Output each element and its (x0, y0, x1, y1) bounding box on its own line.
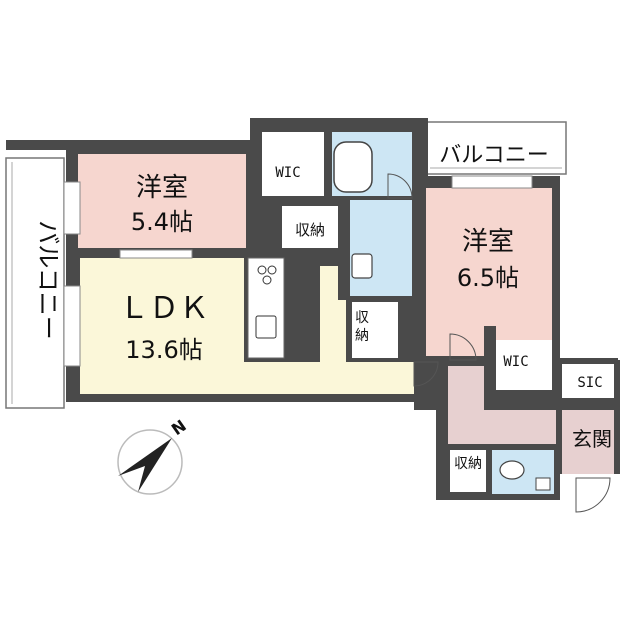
western-room-2-name: 洋室 (462, 227, 514, 257)
sic-floor (562, 362, 612, 398)
compass: N (117, 416, 190, 495)
wic-right-label: WIC (503, 354, 528, 370)
ldk-floor (80, 258, 414, 394)
compass-needle-icon (118, 438, 172, 492)
wic-right-floor (494, 340, 552, 390)
western-room-1-floor (78, 154, 246, 248)
wic-top-floor (262, 132, 324, 196)
kitchen-counter (247, 257, 285, 359)
hallway-floor (448, 366, 560, 444)
entrance-floor (562, 410, 614, 474)
western-room-1-size: 5.4帖 (131, 208, 193, 236)
storage-mid-label: 収納 (355, 310, 369, 344)
compass-north-label: N (168, 416, 190, 439)
storage-bottom-floor (450, 448, 486, 492)
storage-mid-label-char: 納 (355, 328, 369, 344)
storage-bottom-label: 収納 (454, 456, 482, 472)
storage-top-floor (282, 206, 338, 248)
balcony-top (425, 121, 567, 175)
door-swings (387, 173, 611, 513)
ldk-size: 13.6帖 (125, 336, 202, 364)
balcony-left (5, 157, 65, 409)
sic-label: SIC (577, 375, 602, 391)
western-room-1-name: 洋室 (136, 173, 188, 203)
interior-walls (246, 126, 620, 500)
bathtub (333, 141, 373, 193)
ldk-name: ＬＤＫ (119, 291, 209, 326)
storage-mid-floor (352, 300, 398, 358)
western-room-2-size: 6.5帖 (457, 264, 519, 292)
washroom-floor (350, 200, 412, 296)
entrance-label: 玄関 (572, 427, 612, 451)
wic-top-label: WIC (275, 165, 300, 181)
balcony-top-label: バルコニー (439, 143, 549, 168)
toilet (499, 460, 551, 491)
wash-basin (351, 253, 373, 279)
windows (63, 175, 533, 367)
storage-top-label: 収納 (295, 221, 325, 239)
balcony-left-label: バルコニー (34, 220, 62, 340)
storage-mid-label-char: 収 (355, 310, 369, 326)
